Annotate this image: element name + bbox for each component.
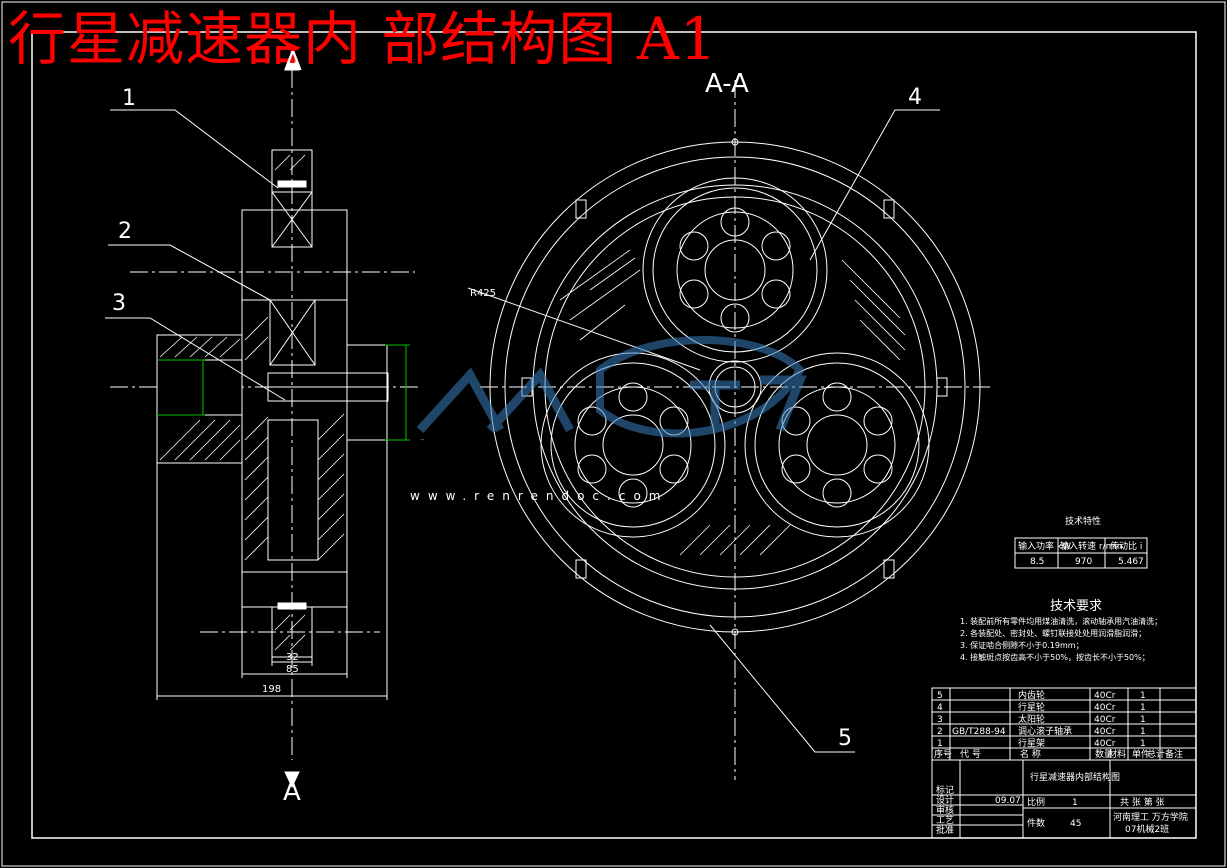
hub-hatch — [159, 336, 241, 461]
carrier-hatch-right — [559, 249, 906, 556]
bottom-housing — [241, 571, 348, 608]
inner-border — [31, 31, 1197, 839]
bolt-hole-top — [731, 138, 739, 146]
leader-radius — [467, 287, 701, 371]
output-shaft — [346, 344, 388, 441]
bottom-key — [277, 602, 307, 610]
top-bearing — [271, 191, 313, 248]
watermark — [416, 336, 807, 438]
carrier-hatch — [244, 316, 345, 561]
leaders-left — [105, 109, 286, 401]
leader-4 — [809, 109, 940, 261]
section-arrow-top — [284, 53, 300, 71]
top-needle-bearing — [269, 299, 316, 366]
hub-bore — [156, 359, 243, 416]
leader-5 — [709, 624, 855, 753]
planet-gear-right — [744, 352, 930, 538]
drawing-title: 行星减速器内 部结构图 A1 — [8, 5, 718, 73]
bolt-hole-bottom — [731, 628, 739, 636]
ring-outline — [504, 156, 966, 618]
green-dimension — [157, 344, 410, 441]
gear-hatch — [274, 154, 306, 651]
mounting-lugs — [521, 199, 948, 579]
bottom-dimensions — [156, 440, 388, 700]
section-arrow-bottom — [284, 771, 300, 789]
ring-outer — [489, 141, 981, 633]
sun-shaft — [267, 419, 319, 561]
top-key — [277, 180, 307, 188]
section-view — [105, 53, 420, 789]
planet-gear-top — [642, 177, 828, 363]
end-view — [467, 80, 990, 780]
carrier-body — [241, 299, 348, 573]
